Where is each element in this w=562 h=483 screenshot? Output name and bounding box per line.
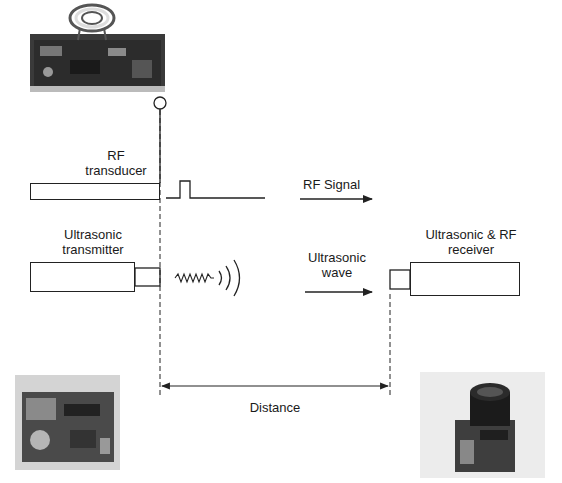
part-name: Ultrasonic & RF receiver [414, 227, 529, 257]
receiver-photo [420, 372, 545, 478]
signal-arrow [305, 291, 372, 292]
receiver-box: Ultrasonic & RF receiver [410, 262, 520, 296]
wave-arcs [219, 260, 240, 296]
reference-line [390, 294, 391, 396]
signal-label: RF Signal [303, 177, 360, 192]
dimension-label: Distance [250, 400, 301, 415]
rf-transducer-box: RF transducer [30, 183, 160, 200]
transmitter-box: Ultrasonic transmitter [30, 262, 135, 292]
transmitter-photo [15, 375, 120, 470]
rf-pulse [166, 181, 265, 198]
part-name: RF transducer [76, 148, 156, 178]
signal-label: Ultrasonic wave [297, 250, 377, 280]
transducer-head [135, 268, 160, 286]
reference-line [160, 110, 161, 396]
ultrasonic-burst [175, 274, 214, 282]
rf-module-photo [30, 5, 165, 92]
transducer-head [390, 270, 410, 289]
signal-arrow [300, 198, 372, 199]
part-name: Ultrasonic transmitter [53, 227, 133, 257]
distance-arrow [162, 385, 388, 386]
